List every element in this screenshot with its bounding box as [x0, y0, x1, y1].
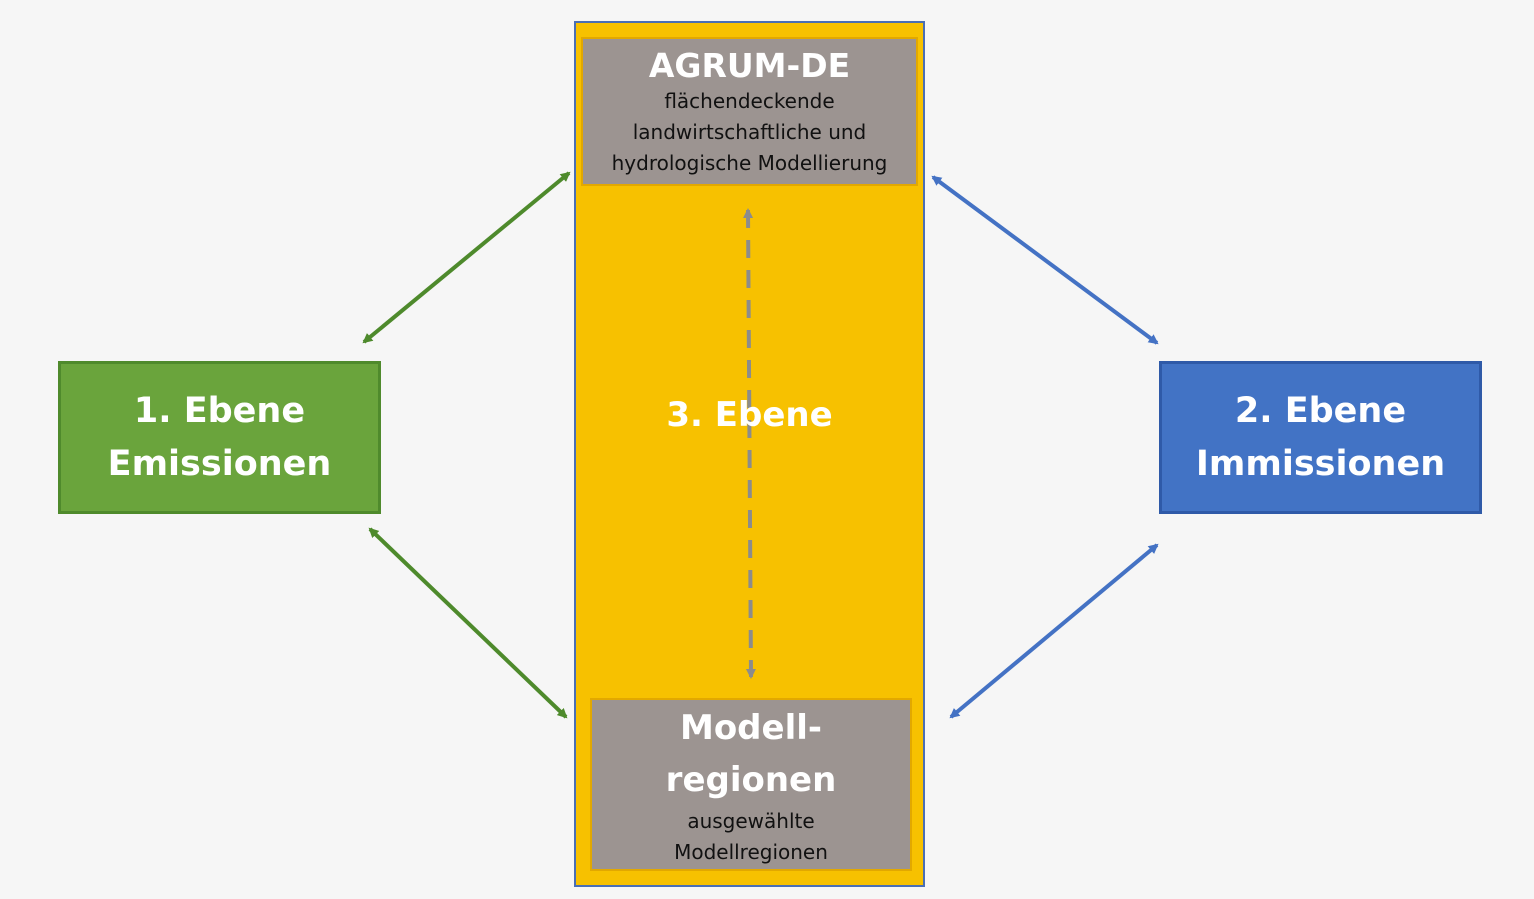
model-regions-title-line: Modell-	[679, 707, 822, 748]
agrum-description-line: flächendeckende	[664, 89, 835, 113]
model-regions-box: Modell- regionen ausgewählte Modellregio…	[590, 698, 912, 871]
level3-label: 3. Ebene	[666, 395, 833, 435]
level2-immissions-box: 2. Ebene Immissionen	[1159, 361, 1482, 514]
model-regions-description-line: ausgewählte	[687, 808, 815, 833]
model-regions-description-line: Modellregionen	[674, 839, 828, 864]
model-regions-title-line: regionen	[665, 759, 837, 800]
level1-title-line: 1. Ebene	[133, 390, 306, 431]
arrow-agrum-level2	[931, 175, 1159, 345]
arrow-level1-model-regions	[368, 527, 568, 719]
agrum-description-line: hydrologische Modellierung	[611, 151, 888, 175]
agrum-de-box: AGRUM-DE flächendeckende landwirtschaftl…	[581, 37, 918, 186]
level1-emissions-box: 1. Ebene Emissionen	[58, 361, 381, 514]
level2-title-line: 2. Ebene	[1234, 390, 1407, 431]
level2-title-line: Immissionen	[1195, 443, 1446, 484]
agrum-description-line: landwirtschaftliche und	[632, 120, 867, 144]
arrow-level1-agrum	[362, 171, 571, 344]
level1-title-line: Emissionen	[107, 443, 332, 484]
agrum-title: AGRUM-DE	[648, 46, 851, 85]
arrow-model-regions-level2	[949, 543, 1159, 719]
